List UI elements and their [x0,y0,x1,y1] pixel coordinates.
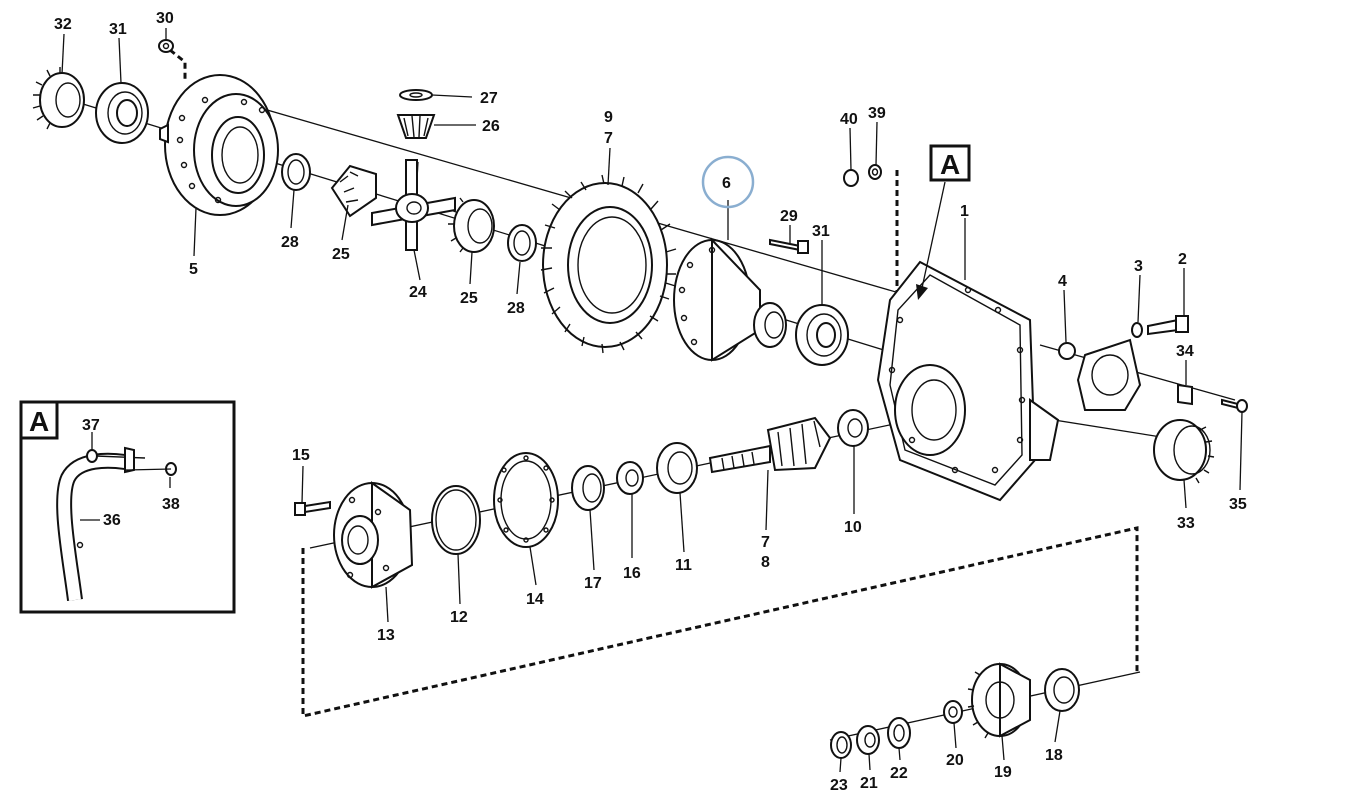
callout-3: 3 [1134,258,1143,275]
callout-16: 16 [623,565,641,582]
callout-7-top: 7 [604,130,613,147]
part-31-bearing-left[interactable] [95,82,149,144]
part-1-housing[interactable] [876,260,1060,502]
part-22-lock-washer[interactable] [887,717,911,749]
part-28-washer-right[interactable] [507,224,537,262]
callout-labels: 32 31 30 5 28 25 24 25 28 27 26 9 7 6 29… [54,10,1247,794]
callout-15: 15 [292,447,310,464]
part-29-bolt[interactable] [769,238,809,254]
part-5-differential-case[interactable] [159,74,279,216]
callout-28-right: 28 [507,300,525,317]
dashed-connectors [169,48,1139,718]
part-12-o-ring[interactable] [431,485,481,555]
callout-31-right: 31 [812,223,830,240]
part-25-bevel-gear-left[interactable] [330,164,377,218]
callout-36: 36 [103,512,121,529]
callout-19: 19 [994,764,1012,781]
part-39-washer[interactable] [868,164,882,180]
callout-4: 4 [1058,273,1067,290]
part-27-washer[interactable] [399,89,433,101]
callout-14: 14 [526,591,544,608]
part-25-side-gear-right[interactable] [448,197,495,253]
callout-21: 21 [860,775,878,792]
callout-23: 23 [830,777,848,794]
part-11-bearing[interactable] [656,442,698,494]
callout-33: 33 [1177,515,1195,532]
section-mark-a: A [916,144,971,300]
part-33-adjusting-ring[interactable] [1153,419,1215,484]
part-16-spacer[interactable] [616,461,644,495]
callout-11: 11 [675,557,692,574]
callout-26: 26 [482,118,500,135]
callout-1: 1 [960,203,969,220]
callout-7-bottom: 7 [761,534,770,551]
part-9-crown-wheel[interactable] [540,174,677,354]
part-17-seal[interactable] [571,465,605,511]
callout-5: 5 [189,261,198,278]
callout-6: 6 [722,175,731,192]
part-4-bushing[interactable] [1058,342,1076,360]
callout-35: 35 [1229,496,1247,513]
callout-9: 9 [604,109,613,126]
part-23-circlip[interactable] [830,731,852,759]
callout-30: 30 [156,10,174,27]
callout-12: 12 [450,609,468,626]
callout-40: 40 [840,111,858,128]
callout-24: 24 [409,284,427,301]
part-35-screw[interactable] [1221,398,1248,413]
part-13-flange-housing[interactable] [333,481,414,589]
inset-mark-a-text: A [29,406,49,437]
part-26-pinion-gear[interactable] [396,114,436,139]
callout-2: 2 [1178,251,1187,268]
part-15-bolt[interactable] [294,500,331,516]
callout-13: 13 [377,627,395,644]
part-40-plug[interactable] [843,169,859,187]
leader-lines [61,28,1243,773]
callout-10: 10 [844,519,862,536]
section-mark-a-text: A [940,149,960,180]
part-37-clamp[interactable] [86,446,146,474]
callout-28-left: 28 [281,234,299,251]
bearing-cap[interactable] [1076,338,1142,411]
highlight-circle-part-6 [701,155,755,209]
part-3-washer[interactable] [1131,322,1143,338]
callout-20: 20 [946,752,964,769]
callout-38: 38 [162,496,180,513]
part-30-nut[interactable] [158,39,174,53]
part-2-bolt[interactable] [1147,315,1189,336]
callout-27: 27 [480,90,498,107]
part-34-lock-plate[interactable] [1177,383,1193,406]
part-7-pinion-shaft[interactable] [708,416,832,474]
part-10-bearing[interactable] [837,409,869,447]
part-6-differential-half[interactable] [673,237,787,362]
part-24-spider[interactable] [371,159,456,251]
callout-25-right: 25 [460,290,478,307]
part-20-washer[interactable] [943,700,963,724]
part-18-bearing[interactable] [1044,668,1080,712]
part-14-gasket[interactable] [493,452,559,548]
callout-18: 18 [1045,747,1063,764]
callout-29: 29 [780,208,798,225]
callout-37: 37 [82,417,100,434]
callout-32: 32 [54,16,72,33]
callout-17: 17 [584,575,602,592]
inset-detail-a: A 37 38 36 [19,400,236,614]
callout-31-left: 31 [109,21,127,38]
callout-22: 22 [890,765,908,782]
part-28-washer-left[interactable] [281,153,311,191]
part-31-bearing-right[interactable] [795,304,849,366]
callout-25-left: 25 [332,246,350,263]
part-19-gear[interactable] [967,662,1031,739]
callout-39: 39 [868,105,886,122]
part-21-nut[interactable] [856,725,880,755]
callout-34: 34 [1176,343,1194,360]
callout-8: 8 [761,554,770,571]
part-32-gear[interactable] [32,67,85,130]
